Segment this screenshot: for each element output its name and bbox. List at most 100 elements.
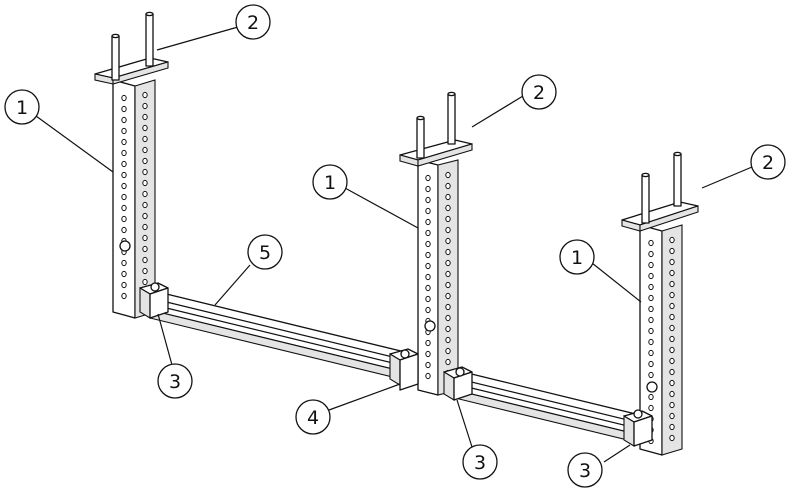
hole (142, 245, 148, 253)
hole (425, 284, 431, 292)
hole (648, 261, 654, 269)
hole (121, 193, 127, 201)
hole (669, 258, 675, 266)
hole (425, 295, 431, 303)
hole (142, 267, 148, 275)
callout-4: 4 (295, 399, 331, 435)
hole (142, 278, 148, 286)
hole (648, 239, 654, 247)
hole (121, 204, 127, 212)
hole (445, 281, 451, 289)
hole (648, 272, 654, 280)
hole (142, 256, 148, 264)
hole (445, 358, 451, 366)
hole (121, 171, 127, 179)
hole (669, 313, 675, 321)
hole (445, 171, 451, 179)
hole (142, 124, 148, 132)
hole (669, 379, 675, 387)
hole (648, 404, 654, 412)
hole (669, 346, 675, 354)
callout-label: 3 (579, 460, 591, 482)
leader-lines (35, 26, 753, 463)
hole (648, 360, 654, 368)
hole (669, 324, 675, 332)
hole (142, 102, 148, 110)
callout-label: 4 (307, 407, 319, 429)
hole (648, 305, 654, 313)
hole (445, 303, 451, 311)
hole (121, 215, 127, 223)
hole (425, 273, 431, 281)
hole (445, 314, 451, 322)
callout-2-left: 2 (235, 4, 271, 40)
hole (648, 338, 654, 346)
hole (445, 270, 451, 278)
hole (445, 237, 451, 245)
upright-left (94, 11, 169, 319)
hole (669, 434, 675, 442)
hole (121, 270, 127, 278)
hole (142, 223, 148, 231)
hole (669, 335, 675, 343)
hole (121, 281, 127, 289)
callout-balloons: 1 1 1 2 2 2 3 3 (4, 4, 786, 488)
callout-2-middle: 2 (521, 74, 557, 110)
callout-label: 3 (169, 371, 181, 393)
hole (669, 236, 675, 244)
hole (142, 113, 148, 121)
hole (669, 269, 675, 277)
hole (142, 212, 148, 220)
hole (121, 138, 127, 146)
hole (425, 174, 431, 182)
hole (669, 423, 675, 431)
callout-1-right: 1 (559, 239, 595, 275)
hole (669, 291, 675, 299)
hole (121, 259, 127, 267)
hole (669, 368, 675, 376)
callout-label: 1 (16, 97, 28, 119)
hole (648, 327, 654, 335)
callout-label: 1 (324, 172, 336, 194)
hole (445, 336, 451, 344)
hole (648, 349, 654, 357)
callout-label: 1 (571, 247, 583, 269)
callout-3-left: 3 (157, 363, 193, 399)
callout-1-left: 1 (4, 89, 40, 125)
hole (121, 226, 127, 234)
hole (669, 412, 675, 420)
hole (142, 146, 148, 154)
holes-left (121, 91, 148, 300)
callout-1-middle: 1 (312, 164, 348, 200)
hole (648, 393, 654, 401)
hole (121, 182, 127, 190)
callout-2-right: 2 (750, 144, 786, 180)
hole (648, 283, 654, 291)
upright-middle (389, 91, 473, 401)
hole (142, 201, 148, 209)
hole (445, 193, 451, 201)
hole (669, 357, 675, 365)
hole (142, 190, 148, 198)
hole (425, 361, 431, 369)
hole (121, 116, 127, 124)
hole (445, 182, 451, 190)
hole (669, 302, 675, 310)
hole (142, 157, 148, 165)
hole (669, 280, 675, 288)
hole (142, 168, 148, 176)
hole (425, 372, 431, 380)
hole (445, 325, 451, 333)
hole (445, 248, 451, 256)
hole (445, 204, 451, 212)
upright-right (621, 151, 699, 456)
callout-label: 5 (259, 242, 271, 264)
hole (121, 160, 127, 168)
hole (121, 149, 127, 157)
hole (648, 294, 654, 302)
hole (425, 218, 431, 226)
hole (425, 240, 431, 248)
hole (425, 350, 431, 358)
hole (425, 262, 431, 270)
